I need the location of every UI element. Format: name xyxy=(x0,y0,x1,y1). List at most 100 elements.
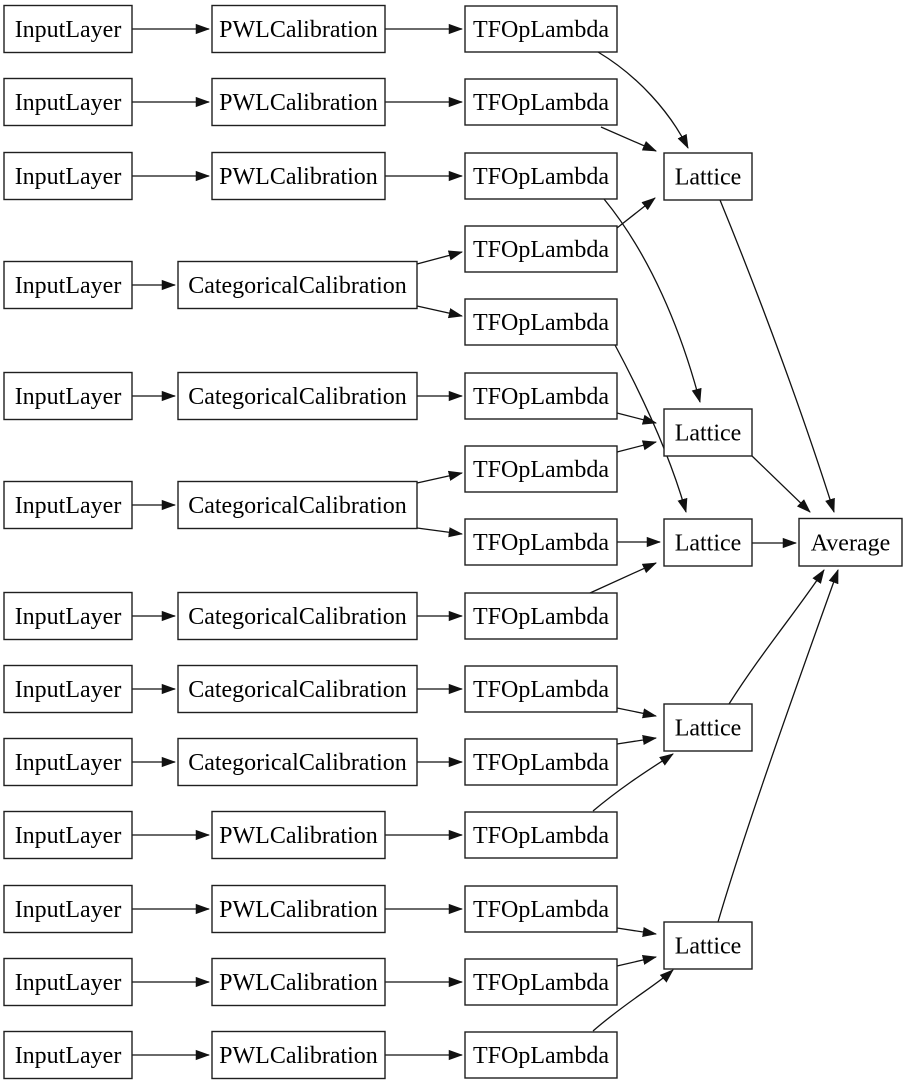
node-input-layer-9: InputLayer xyxy=(3,737,133,787)
edge-tfop-lambda-2-to-lattice-1 xyxy=(600,126,657,152)
node-tfop-lambda-12: TFOpLambda xyxy=(464,811,618,859)
node-label-average: Average xyxy=(811,530,891,556)
node-label-input-layer-7: InputLayer xyxy=(15,604,122,630)
node-input-layer-11: InputLayer xyxy=(3,884,133,934)
node-label-input-layer-11: InputLayer xyxy=(15,897,122,923)
node-input-layer-8: InputLayer xyxy=(3,664,133,714)
node-categorical-calibration-2: CategoricalCalibration xyxy=(177,371,418,421)
edge-tfop-lambda-14-to-lattice-5 xyxy=(616,955,658,967)
node-box-categorical-calibration-3 xyxy=(177,480,418,530)
node-box-tfop-lambda-13 xyxy=(464,885,618,933)
node-box-average xyxy=(798,517,903,567)
node-box-tfop-lambda-11 xyxy=(464,738,618,786)
node-tfop-lambda-6: TFOpLambda xyxy=(464,372,618,420)
node-box-tfop-lambda-12 xyxy=(464,811,618,859)
node-box-input-layer-1 xyxy=(3,4,133,54)
node-box-pwl-calibration-2 xyxy=(211,77,386,127)
edge-lattice-2-to-average xyxy=(750,454,811,513)
node-box-tfop-lambda-15 xyxy=(464,1031,618,1079)
edge-lattice-5-to-average xyxy=(717,569,839,923)
node-label-tfop-lambda-2: TFOpLambda xyxy=(473,90,609,116)
node-input-layer-2: InputLayer xyxy=(3,77,133,127)
node-lattice-3: Lattice xyxy=(663,518,753,567)
node-lattice-4: Lattice xyxy=(663,703,753,752)
edge-tfop-lambda-3-to-lattice-2 xyxy=(603,198,702,404)
node-box-tfop-lambda-10 xyxy=(464,665,618,713)
edge-tfop-lambda-11-to-lattice-4 xyxy=(616,735,658,746)
node-label-pwl-calibration-3: PWLCalibration xyxy=(219,164,378,190)
node-tfop-lambda-2: TFOpLambda xyxy=(464,78,618,126)
node-box-input-layer-2 xyxy=(3,77,133,127)
node-label-lattice-5: Lattice xyxy=(675,934,742,960)
node-categorical-calibration-1: CategoricalCalibration xyxy=(177,260,418,310)
node-label-input-layer-12: InputLayer xyxy=(15,970,122,996)
node-input-layer-3: InputLayer xyxy=(3,151,133,201)
node-label-tfop-lambda-9: TFOpLambda xyxy=(473,604,609,630)
node-box-categorical-calibration-6 xyxy=(177,737,418,787)
edge-tfop-lambda-12-to-lattice-4 xyxy=(592,753,674,812)
node-label-input-layer-3: InputLayer xyxy=(15,164,122,190)
node-label-pwl-calibration-7: PWLCalibration xyxy=(219,1043,378,1069)
node-label-pwl-calibration-6: PWLCalibration xyxy=(219,970,378,996)
node-categorical-calibration-5: CategoricalCalibration xyxy=(177,664,418,714)
node-tfop-lambda-11: TFOpLambda xyxy=(464,738,618,786)
node-box-input-layer-13 xyxy=(3,1030,133,1080)
edge-tfop-lambda-1-to-lattice-1 xyxy=(597,51,689,149)
node-pwl-calibration-3: PWLCalibration xyxy=(211,151,386,201)
node-label-tfop-lambda-6: TFOpLambda xyxy=(473,384,609,410)
node-box-pwl-calibration-3 xyxy=(211,151,386,201)
node-box-tfop-lambda-7 xyxy=(464,445,618,493)
node-label-pwl-calibration-5: PWLCalibration xyxy=(219,897,378,923)
edge-tfop-lambda-4-to-lattice-1 xyxy=(616,197,656,229)
edge-categorical-calibration-1-to-tfop-lambda-4 xyxy=(416,250,464,265)
node-box-pwl-calibration-5 xyxy=(211,884,386,934)
node-label-tfop-lambda-13: TFOpLambda xyxy=(473,897,609,923)
node-tfop-lambda-1: TFOpLambda xyxy=(464,5,618,53)
node-label-input-layer-2: InputLayer xyxy=(15,90,122,116)
node-box-lattice-1 xyxy=(663,152,753,201)
node-box-tfop-lambda-4 xyxy=(464,225,618,273)
node-pwl-calibration-6: PWLCalibration xyxy=(211,957,386,1007)
node-box-lattice-3 xyxy=(663,518,753,567)
node-box-input-layer-7 xyxy=(3,591,133,641)
node-tfop-lambda-4: TFOpLambda xyxy=(464,225,618,273)
node-label-input-layer-6: InputLayer xyxy=(15,493,122,519)
node-pwl-calibration-4: PWLCalibration xyxy=(211,810,386,860)
node-tfop-lambda-5: TFOpLambda xyxy=(464,298,618,346)
node-tfop-lambda-8: TFOpLambda xyxy=(464,518,618,566)
node-input-layer-1: InputLayer xyxy=(3,4,133,54)
node-box-input-layer-8 xyxy=(3,664,133,714)
node-box-pwl-calibration-4 xyxy=(211,810,386,860)
node-pwl-calibration-5: PWLCalibration xyxy=(211,884,386,934)
edge-lattice-4-to-average xyxy=(728,569,825,705)
node-box-pwl-calibration-7 xyxy=(211,1030,386,1080)
node-tfop-lambda-14: TFOpLambda xyxy=(464,958,618,1006)
node-input-layer-10: InputLayer xyxy=(3,810,133,860)
node-label-input-layer-4: InputLayer xyxy=(15,273,122,299)
edge-tfop-lambda-10-to-lattice-4 xyxy=(616,707,658,719)
node-label-lattice-4: Lattice xyxy=(675,716,742,742)
node-average: Average xyxy=(798,517,903,567)
node-box-categorical-calibration-1 xyxy=(177,260,418,310)
node-input-layer-6: InputLayer xyxy=(3,480,133,530)
node-box-tfop-lambda-14 xyxy=(464,958,618,1006)
node-label-pwl-calibration-1: PWLCalibration xyxy=(219,17,378,43)
node-box-categorical-calibration-2 xyxy=(177,371,418,421)
edge-categorical-calibration-3-to-tfop-lambda-7 xyxy=(416,470,464,484)
node-box-lattice-2 xyxy=(663,408,753,457)
node-categorical-calibration-6: CategoricalCalibration xyxy=(177,737,418,787)
edge-tfop-lambda-9-to-lattice-3 xyxy=(589,562,657,594)
node-box-lattice-5 xyxy=(663,921,753,970)
node-box-input-layer-3 xyxy=(3,151,133,201)
edge-categorical-calibration-1-to-tfop-lambda-5 xyxy=(416,305,464,319)
node-label-lattice-3: Lattice xyxy=(675,531,742,557)
node-categorical-calibration-3: CategoricalCalibration xyxy=(177,480,418,530)
node-box-tfop-lambda-3 xyxy=(464,152,618,200)
node-input-layer-5: InputLayer xyxy=(3,371,133,421)
node-label-input-layer-13: InputLayer xyxy=(15,1043,122,1069)
node-box-tfop-lambda-6 xyxy=(464,372,618,420)
node-tfop-lambda-15: TFOpLambda xyxy=(464,1031,618,1079)
node-box-input-layer-10 xyxy=(3,810,133,860)
node-label-input-layer-10: InputLayer xyxy=(15,823,122,849)
